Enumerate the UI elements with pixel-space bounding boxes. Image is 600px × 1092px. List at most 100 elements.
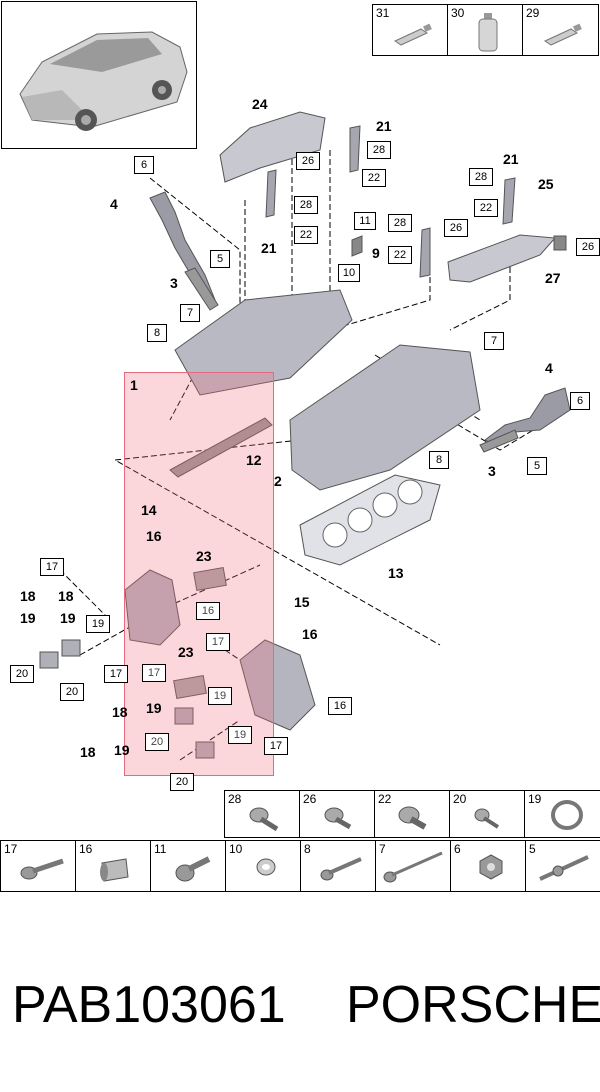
callout-number[interactable]: 23 xyxy=(178,644,194,660)
callout-number[interactable]: 4 xyxy=(545,360,553,376)
car-icon xyxy=(19,31,188,131)
ring-icon xyxy=(551,800,583,830)
consumables-table: 31 30 29 xyxy=(372,4,599,56)
part-number: 26 xyxy=(303,792,317,806)
callout-box[interactable]: 17 xyxy=(104,665,128,683)
callout-number[interactable]: 2 xyxy=(274,473,282,489)
callout-box[interactable]: 17 xyxy=(264,737,288,755)
callout-box[interactable]: 10 xyxy=(338,264,360,282)
callout-box[interactable]: 20 xyxy=(145,733,169,751)
callout-box[interactable]: 20 xyxy=(10,665,34,683)
callout-number[interactable]: 19 xyxy=(114,742,130,758)
callout-number[interactable]: 16 xyxy=(302,626,318,642)
callout-box[interactable]: 26 xyxy=(444,219,468,237)
callout-number[interactable]: 4 xyxy=(110,196,118,212)
fastener-cell[interactable]: 22 xyxy=(374,790,450,838)
tube-icon xyxy=(543,23,582,46)
callout-box[interactable]: 28 xyxy=(388,214,412,232)
fastener-cell[interactable]: 8 xyxy=(300,840,376,892)
callout-box[interactable]: 6 xyxy=(134,156,154,174)
callout-box[interactable]: 22 xyxy=(294,226,318,244)
callout-number[interactable]: 21 xyxy=(376,118,392,134)
stud-icon xyxy=(539,855,589,881)
callout-box[interactable]: 7 xyxy=(180,304,200,322)
callout-number[interactable]: 13 xyxy=(388,565,404,581)
callout-number[interactable]: 21 xyxy=(261,240,277,256)
fastener-cell[interactable]: 11 xyxy=(150,840,226,892)
callout-number[interactable]: 16 xyxy=(146,528,162,544)
callout-number[interactable]: 12 xyxy=(246,452,262,468)
part-number: 17 xyxy=(4,842,18,856)
callout-number[interactable]: 3 xyxy=(488,463,496,479)
callout-box[interactable]: 8 xyxy=(429,451,449,469)
fastener-table-row1: 28 26 22 20 19 xyxy=(224,790,600,838)
fastener-cell[interactable]: 6 xyxy=(450,840,526,892)
callout-box[interactable]: 26 xyxy=(576,238,600,256)
callout-box[interactable]: 28 xyxy=(367,141,391,159)
callout-box[interactable]: 19 xyxy=(228,726,252,744)
part-number: 8 xyxy=(304,842,311,856)
callout-box[interactable]: 7 xyxy=(484,332,504,350)
callout-box[interactable]: 22 xyxy=(362,169,386,187)
screw-icon xyxy=(474,808,500,829)
callout-number[interactable]: 19 xyxy=(20,610,36,626)
callout-number[interactable]: 9 xyxy=(372,245,380,261)
consumable-cell[interactable]: 31 xyxy=(372,4,448,56)
callout-number[interactable]: 21 xyxy=(503,151,519,167)
callout-box[interactable]: 28 xyxy=(294,196,318,214)
callout-box[interactable]: 16 xyxy=(328,697,352,715)
part-number: 28 xyxy=(228,792,242,806)
callout-box[interactable]: 8 xyxy=(147,324,167,342)
callout-number[interactable]: 1 xyxy=(130,377,138,393)
callout-box[interactable]: 17 xyxy=(206,633,230,651)
part-number: 5 xyxy=(529,842,536,856)
callout-box[interactable]: 26 xyxy=(296,152,320,170)
callout-box[interactable]: 11 xyxy=(354,212,376,230)
sleeve-icon xyxy=(100,858,129,882)
fastener-cell[interactable]: 20 xyxy=(449,790,525,838)
consumable-cell[interactable]: 30 xyxy=(447,4,523,56)
nut-icon xyxy=(479,854,503,880)
callout-box[interactable]: 19 xyxy=(208,687,232,705)
brand-label: PORSCHE xyxy=(346,976,600,1034)
callout-box[interactable]: 20 xyxy=(170,773,194,791)
part-number: 20 xyxy=(453,792,467,806)
fastener-cell[interactable]: 7 xyxy=(375,840,451,892)
callout-number[interactable]: 18 xyxy=(112,704,128,720)
fastener-cell[interactable]: 5 xyxy=(525,840,600,892)
part-number: 30 xyxy=(451,6,465,20)
fastener-cell[interactable]: 16 xyxy=(75,840,151,892)
callout-box[interactable]: 17 xyxy=(40,558,64,576)
callout-box[interactable]: 22 xyxy=(474,199,498,217)
callout-number[interactable]: 25 xyxy=(538,176,554,192)
fastener-cell[interactable]: 26 xyxy=(299,790,375,838)
callout-number[interactable]: 18 xyxy=(58,588,74,604)
callout-box[interactable]: 5 xyxy=(527,457,547,475)
callout-number[interactable]: 19 xyxy=(60,610,76,626)
callout-number[interactable]: 27 xyxy=(545,270,561,286)
callout-box[interactable]: 20 xyxy=(60,683,84,701)
callout-number[interactable]: 23 xyxy=(196,548,212,564)
consumable-cell[interactable]: 29 xyxy=(522,4,599,56)
callout-box[interactable]: 17 xyxy=(142,664,166,682)
fastener-cell[interactable]: 28 xyxy=(224,790,300,838)
callout-box[interactable]: 22 xyxy=(388,246,412,264)
callout-number[interactable]: 14 xyxy=(141,502,157,518)
highlight-region xyxy=(124,372,274,776)
callout-number[interactable]: 18 xyxy=(80,744,96,760)
part-number: 10 xyxy=(229,842,243,856)
callout-number[interactable]: 19 xyxy=(146,700,162,716)
callout-number[interactable]: 24 xyxy=(252,96,268,112)
callout-number[interactable]: 3 xyxy=(170,275,178,291)
callout-box[interactable]: 5 xyxy=(210,250,230,268)
callout-box[interactable]: 28 xyxy=(469,168,493,186)
callout-box[interactable]: 19 xyxy=(86,615,110,633)
callout-box[interactable]: 6 xyxy=(570,392,590,410)
callout-number[interactable]: 18 xyxy=(20,588,36,604)
fastener-cell[interactable]: 19 xyxy=(524,790,600,838)
fastener-cell[interactable]: 17 xyxy=(0,840,76,892)
callout-box[interactable]: 16 xyxy=(196,602,220,620)
fastener-cell[interactable]: 10 xyxy=(225,840,301,892)
callout-number[interactable]: 15 xyxy=(294,594,310,610)
part-number: 29 xyxy=(526,6,540,20)
